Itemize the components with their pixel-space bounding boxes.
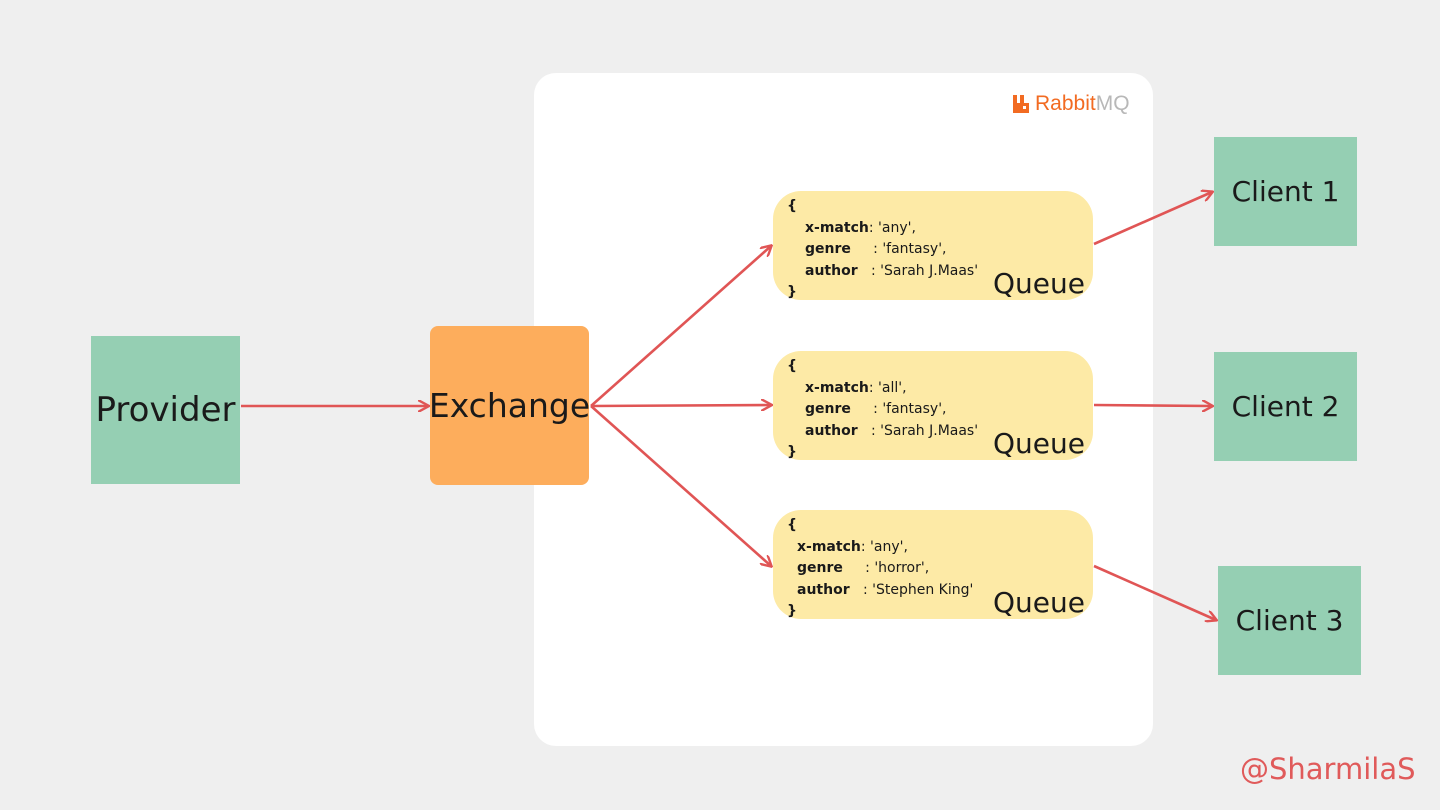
arg-value: 'any',	[870, 538, 908, 555]
arg-value: 'fantasy',	[882, 241, 947, 257]
arg-sep: :	[850, 401, 883, 417]
exchange-node: Exchange	[428, 326, 591, 485]
rabbitmq-logo-icon	[1013, 95, 1029, 113]
client-node-3: Client 3	[1218, 566, 1361, 675]
queue-node-3: { x-match: 'any', genre : 'horror', auth…	[773, 510, 1093, 619]
arg-sep: :	[857, 262, 881, 279]
client-node-2: Client 2	[1214, 352, 1357, 461]
arg-value: 'Sarah J.Maas'	[880, 262, 979, 279]
arg-value: 'all',	[878, 379, 907, 396]
arg-key: author	[805, 262, 858, 279]
arg-sep: :	[868, 219, 879, 236]
client-2-label: Client 2	[1231, 390, 1340, 423]
client-1-label: Client 1	[1231, 175, 1340, 208]
queue-1-binding-args: { x-match: 'any', genre : 'fantasy', aut…	[787, 196, 978, 304]
queue-node-1: { x-match: 'any', genre : 'fantasy', aut…	[773, 191, 1093, 300]
queue-3-binding-args: { x-match: 'any', genre : 'horror', auth…	[781, 515, 973, 623]
arg-value: 'Sarah J.Maas'	[880, 422, 979, 439]
queue-2-binding-args: { x-match: 'all', genre : 'fantasy', aut…	[787, 356, 978, 464]
arg-key: genre	[805, 241, 851, 257]
arg-sep: :	[868, 379, 879, 396]
queue-node-2: { x-match: 'all', genre : 'fantasy', aut…	[773, 351, 1093, 460]
close-brace: }	[787, 284, 797, 300]
client-node-1: Client 1	[1214, 137, 1357, 246]
arg-value: 'fantasy',	[882, 401, 947, 417]
arg-sep: :	[842, 560, 875, 576]
arg-sep: :	[849, 581, 873, 598]
arg-key: genre	[805, 401, 851, 417]
arg-key: author	[805, 422, 858, 439]
arg-value: 'horror',	[874, 560, 930, 576]
rabbitmq-logo: RabbitMQ	[1011, 92, 1130, 116]
arg-key: x-match	[805, 219, 869, 236]
queue-3-label: Queue	[993, 586, 1085, 619]
provider-node: Provider	[91, 336, 240, 484]
open-brace: {	[787, 358, 797, 374]
queue-2-label: Queue	[993, 427, 1085, 460]
close-brace: }	[787, 603, 797, 619]
arg-key: x-match	[797, 538, 861, 555]
client-3-label: Client 3	[1235, 604, 1344, 637]
close-brace: }	[787, 444, 797, 460]
arg-value: 'any',	[878, 219, 916, 236]
queue-1-label: Queue	[993, 267, 1085, 300]
arg-key: genre	[797, 560, 843, 576]
author-credit: @SharmilaS	[1240, 752, 1416, 786]
logo-text-rabbit: Rabbit	[1035, 92, 1096, 115]
open-brace: {	[787, 517, 797, 533]
arg-value: 'Stephen King'	[872, 581, 974, 598]
arg-key: author	[797, 581, 850, 598]
provider-label: Provider	[95, 390, 236, 430]
open-brace: {	[787, 198, 797, 214]
exchange-label: Exchange	[428, 386, 591, 425]
logo-text-mq: MQ	[1095, 92, 1130, 115]
arg-sep: :	[860, 538, 871, 555]
arg-sep: :	[857, 422, 881, 439]
arg-sep: :	[850, 241, 883, 257]
arg-key: x-match	[805, 379, 869, 396]
